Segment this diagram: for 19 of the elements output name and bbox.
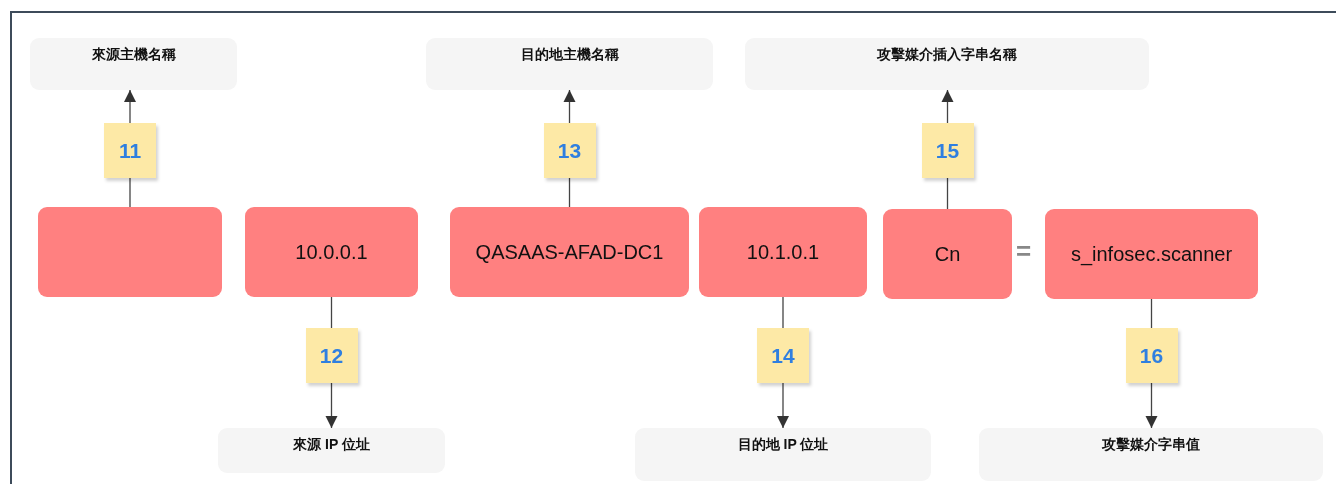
- field-label-box: 目的地主機名稱: [426, 38, 713, 90]
- value-box: 10.1.0.1: [699, 207, 867, 297]
- value-box: Cn: [883, 209, 1012, 299]
- number-tag: 12: [305, 328, 358, 383]
- value-box: 10.0.0.1: [245, 207, 418, 297]
- field-label-box: 來源主機名稱: [30, 38, 237, 90]
- equals-sign: =: [1016, 236, 1032, 267]
- field-label-box: 攻擊媒介字串值: [979, 428, 1323, 481]
- number-tag: 11: [104, 123, 156, 178]
- number-tag: 13: [543, 123, 596, 178]
- number-tag: 14: [757, 328, 809, 383]
- number-tag: 15: [921, 123, 974, 178]
- field-label-box: 攻擊媒介插入字串名稱: [745, 38, 1149, 90]
- value-box: s_infosec.scanner: [1045, 209, 1258, 299]
- value-box: [38, 207, 222, 297]
- value-box: QASAAS-AFAD-DC1: [450, 207, 689, 297]
- field-label-box: 來源 IP 位址: [218, 428, 445, 473]
- number-tag: 16: [1125, 328, 1178, 383]
- field-label-box: 目的地 IP 位址: [635, 428, 931, 481]
